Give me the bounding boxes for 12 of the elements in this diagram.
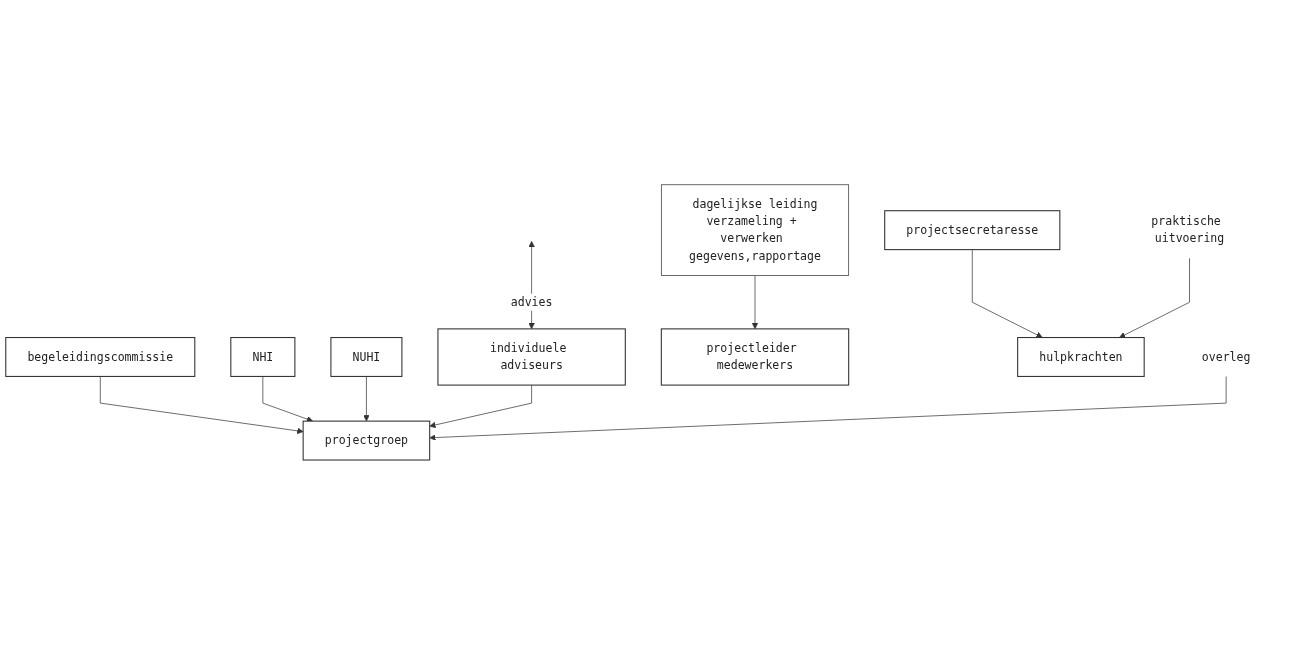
- node-box: projectleider medewerkers: [660, 328, 850, 386]
- node-box: projectgroep: [302, 420, 431, 461]
- node-box: individuele adviseurs: [437, 328, 626, 386]
- node-box: begeleidingscommissie: [5, 337, 196, 378]
- node-box: projectsecretaresse: [884, 210, 1061, 251]
- node-text: praktische uitvoering: [1151, 214, 1225, 246]
- node-box: NHI: [230, 337, 296, 378]
- node-box: hulpkrachten: [1017, 337, 1145, 378]
- node-box: dagelijkse leiding verzameling + verwerken gegevens,rapportage: [660, 184, 850, 276]
- node-text: overleg: [1201, 349, 1251, 364]
- edge-label: advies: [510, 295, 553, 309]
- node-box: NUHI: [330, 337, 403, 378]
